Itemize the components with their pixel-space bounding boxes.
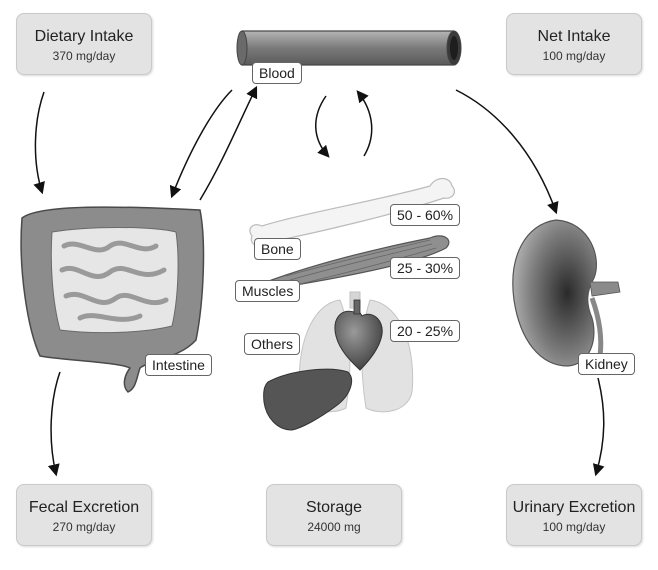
arrow-dietary-to-intestine [33,91,45,195]
urinary-excretion-value: 100 mg/day [542,520,606,534]
urinary-excretion-title: Urinary Excretion [512,499,636,516]
others-percentage: 20 - 25% [390,320,461,342]
urinary-excretion-box: Urinary Excretion 100 mg/day [506,484,642,546]
arrow-intestine-to-blood [199,85,258,201]
intestine-icon [20,206,205,393]
bone-icon [249,177,456,247]
blood-label: Blood [252,62,302,84]
dietary-intake-box: Dietary Intake 370 mg/day [16,13,152,75]
arrow-blood-cycle-up [356,90,373,157]
kidney-label: Kidney [578,353,635,375]
heart-icon [334,299,383,371]
kidney-icon [512,219,621,367]
arrow-intestine-to-fecal [47,371,61,477]
net-intake-title: Net Intake [537,28,611,45]
storage-box: Storage 24000 mg [266,484,402,546]
flow-arrows [33,85,605,477]
fecal-excretion-box: Fecal Excretion 270 mg/day [16,484,152,546]
muscle-icon [265,235,450,289]
liver-icon [263,368,352,431]
bone-label: Bone [254,238,301,260]
arrow-blood-to-kidney [455,89,559,215]
muscles-label: Muscles [235,280,301,302]
others-label: Others [244,333,301,355]
blood-vessel-icon [236,30,462,66]
arrow-blood-cycle-down [315,95,330,158]
storage-value: 24000 mg [307,520,361,534]
net-intake-box: Net Intake 100 mg/day [506,13,642,75]
arrow-blood-to-intestine [169,89,233,199]
fecal-excretion-value: 270 mg/day [52,520,116,534]
dietary-intake-title: Dietary Intake [34,28,134,45]
arrow-kidney-to-urinary [592,377,605,477]
bone-percentage: 50 - 60% [390,204,461,226]
dietary-intake-value: 370 mg/day [52,49,116,63]
net-intake-value: 100 mg/day [542,49,606,63]
fecal-excretion-title: Fecal Excretion [28,499,140,516]
storage-title: Storage [305,499,363,516]
intestine-label: Intestine [145,354,212,376]
muscles-percentage: 25 - 30% [390,257,461,279]
